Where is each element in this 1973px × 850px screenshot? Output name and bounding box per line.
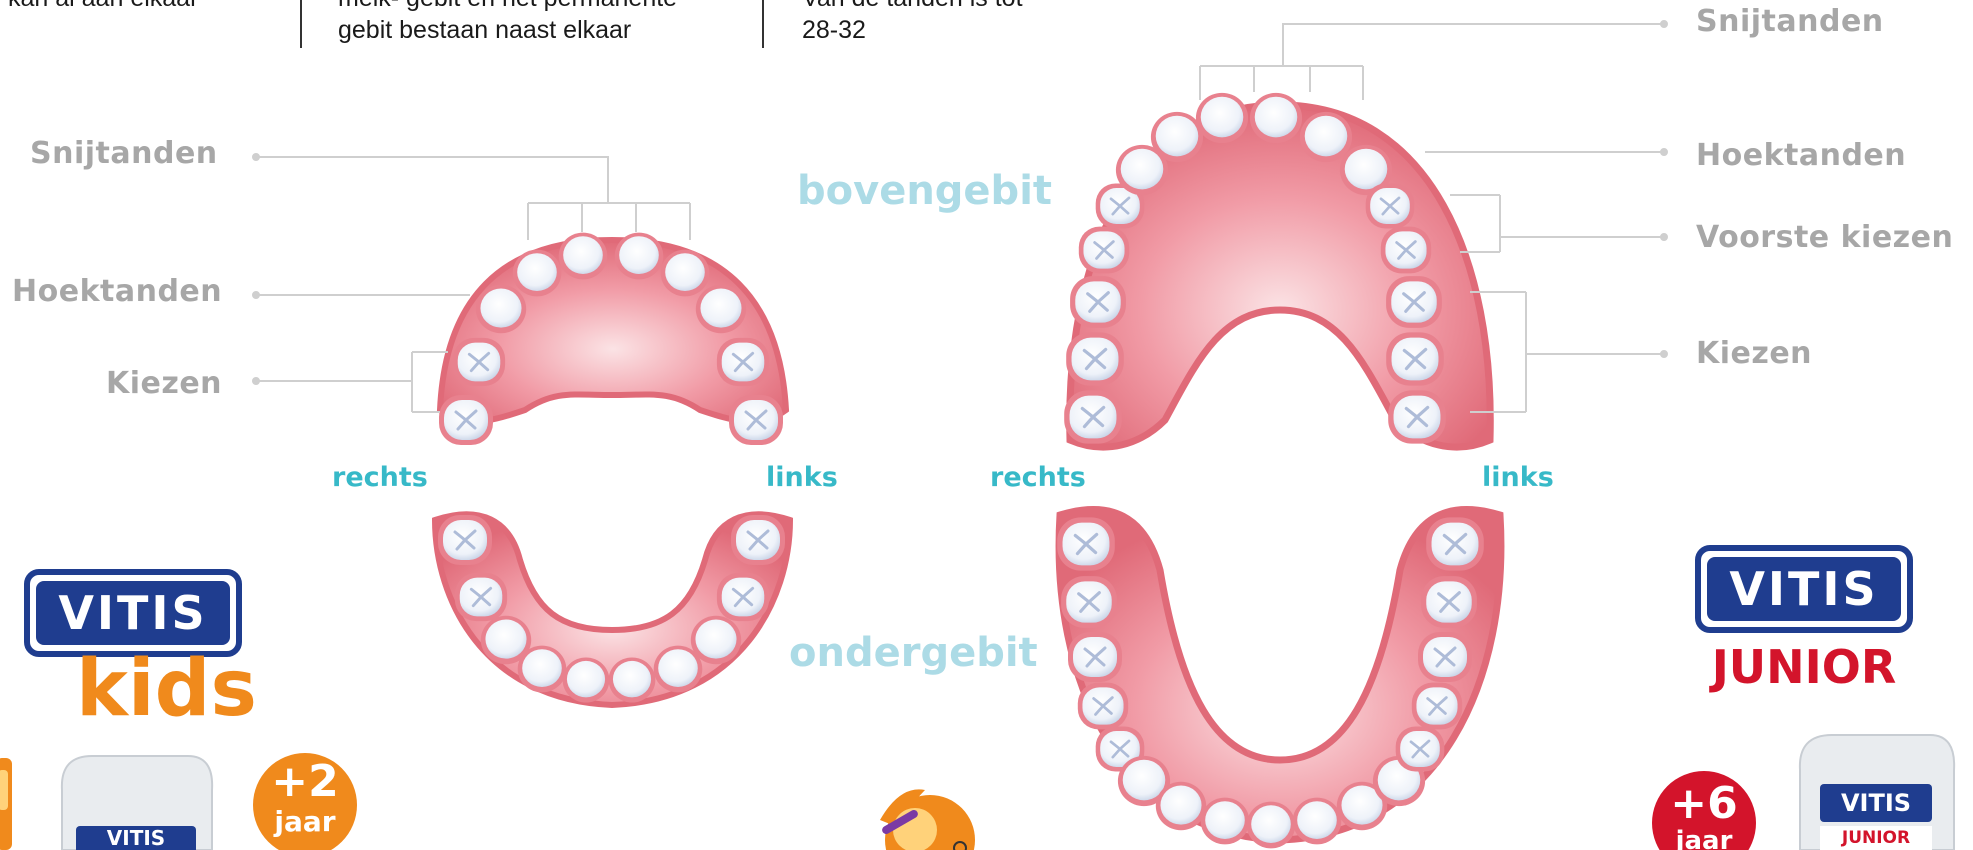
kids-wordmark: kids (76, 650, 257, 728)
tube-logo-right: VITIS (1820, 784, 1932, 822)
mascot-illustration (880, 789, 975, 850)
milk-upper-jaw (439, 233, 786, 445)
vitis-logo-left: VITIS (36, 581, 230, 645)
permanent-label-canines: Hoektanden (1696, 138, 1906, 173)
permanent-upper-jaw (1064, 93, 1490, 447)
milk-label-canines: Hoektanden (12, 274, 222, 309)
permanent-label-incisors: Snijtanden (1696, 4, 1884, 39)
tube-sub-right: JUNIOR (1820, 826, 1932, 850)
lower-jaw-title: ondergebit (789, 630, 1038, 676)
age-badge-left-unit: jaar (253, 808, 357, 836)
permanent-lower-jaw (1057, 510, 1501, 849)
milk-side-right: rechts (332, 462, 428, 493)
milk-label-incisors: Snijtanden (30, 136, 218, 171)
junior-wordmark: JUNIOR (1698, 644, 1910, 690)
age-badge-left-number: +2 (253, 760, 357, 804)
milk-label-molars: Kiezen (106, 366, 222, 401)
age-badge-right-number: +6 (1652, 782, 1756, 826)
upper-jaw-title: bovengebit (797, 168, 1052, 214)
permanent-label-premolars: Voorste kiezen (1696, 220, 1953, 255)
tube-logo-left: VITIS (76, 826, 196, 850)
age-badge-right-unit: jaar (1652, 828, 1756, 850)
permanent-label-molars: Kiezen (1696, 336, 1812, 371)
permanent-side-left: links (1482, 462, 1554, 493)
milk-side-left: links (766, 462, 838, 493)
permanent-side-right: rechts (990, 462, 1086, 493)
vitis-logo-right: VITIS (1707, 557, 1901, 621)
milk-lower-jaw (435, 514, 790, 705)
